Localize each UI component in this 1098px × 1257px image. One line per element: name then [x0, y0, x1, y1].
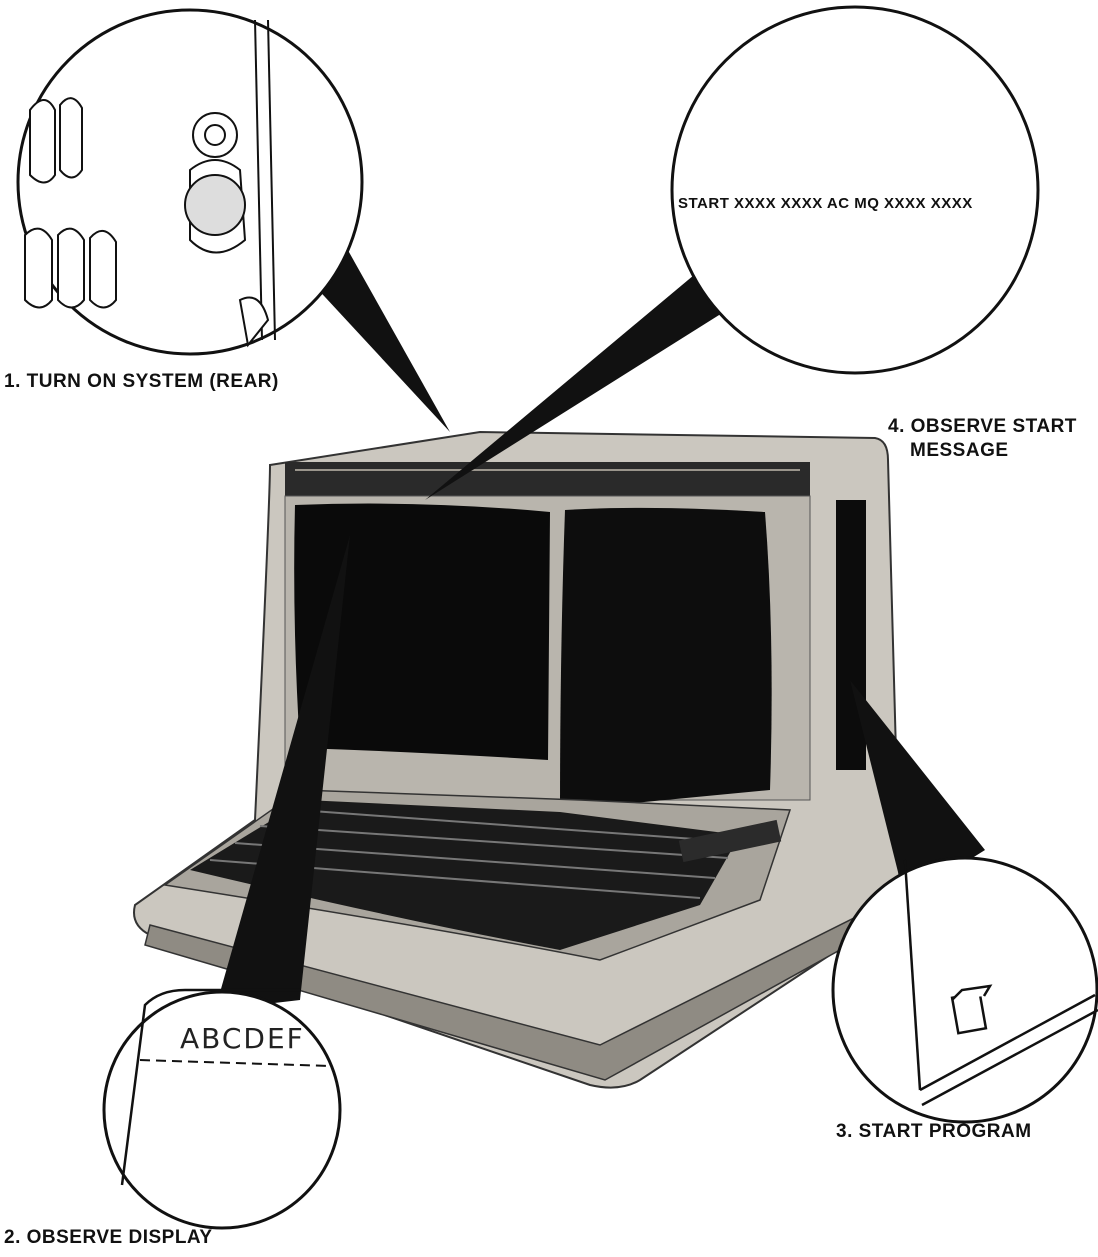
step-4-label: 4. OBSERVE START MESSAGE [888, 415, 1094, 463]
terminal-vent [285, 462, 810, 496]
step-3-label: 3. START PROGRAM [836, 1120, 1032, 1144]
start-message-text: START XXXX XXXX AC MQ XXXX XXXX [678, 195, 973, 212]
step-1-label: 1. TURN ON SYSTEM (REAR) [4, 370, 279, 394]
callout-power-switch [18, 10, 450, 432]
callout-start-program [833, 680, 1098, 1122]
right-panel [560, 508, 772, 810]
step-2-label: 2. OBSERVE DISPLAY [4, 1226, 213, 1250]
side-slot [836, 500, 866, 770]
display-sample-text: ABCDEF [180, 1022, 305, 1055]
step-4-label-line2: MESSAGE [888, 439, 1094, 463]
step-4-label-line1: 4. OBSERVE START [888, 415, 1094, 439]
